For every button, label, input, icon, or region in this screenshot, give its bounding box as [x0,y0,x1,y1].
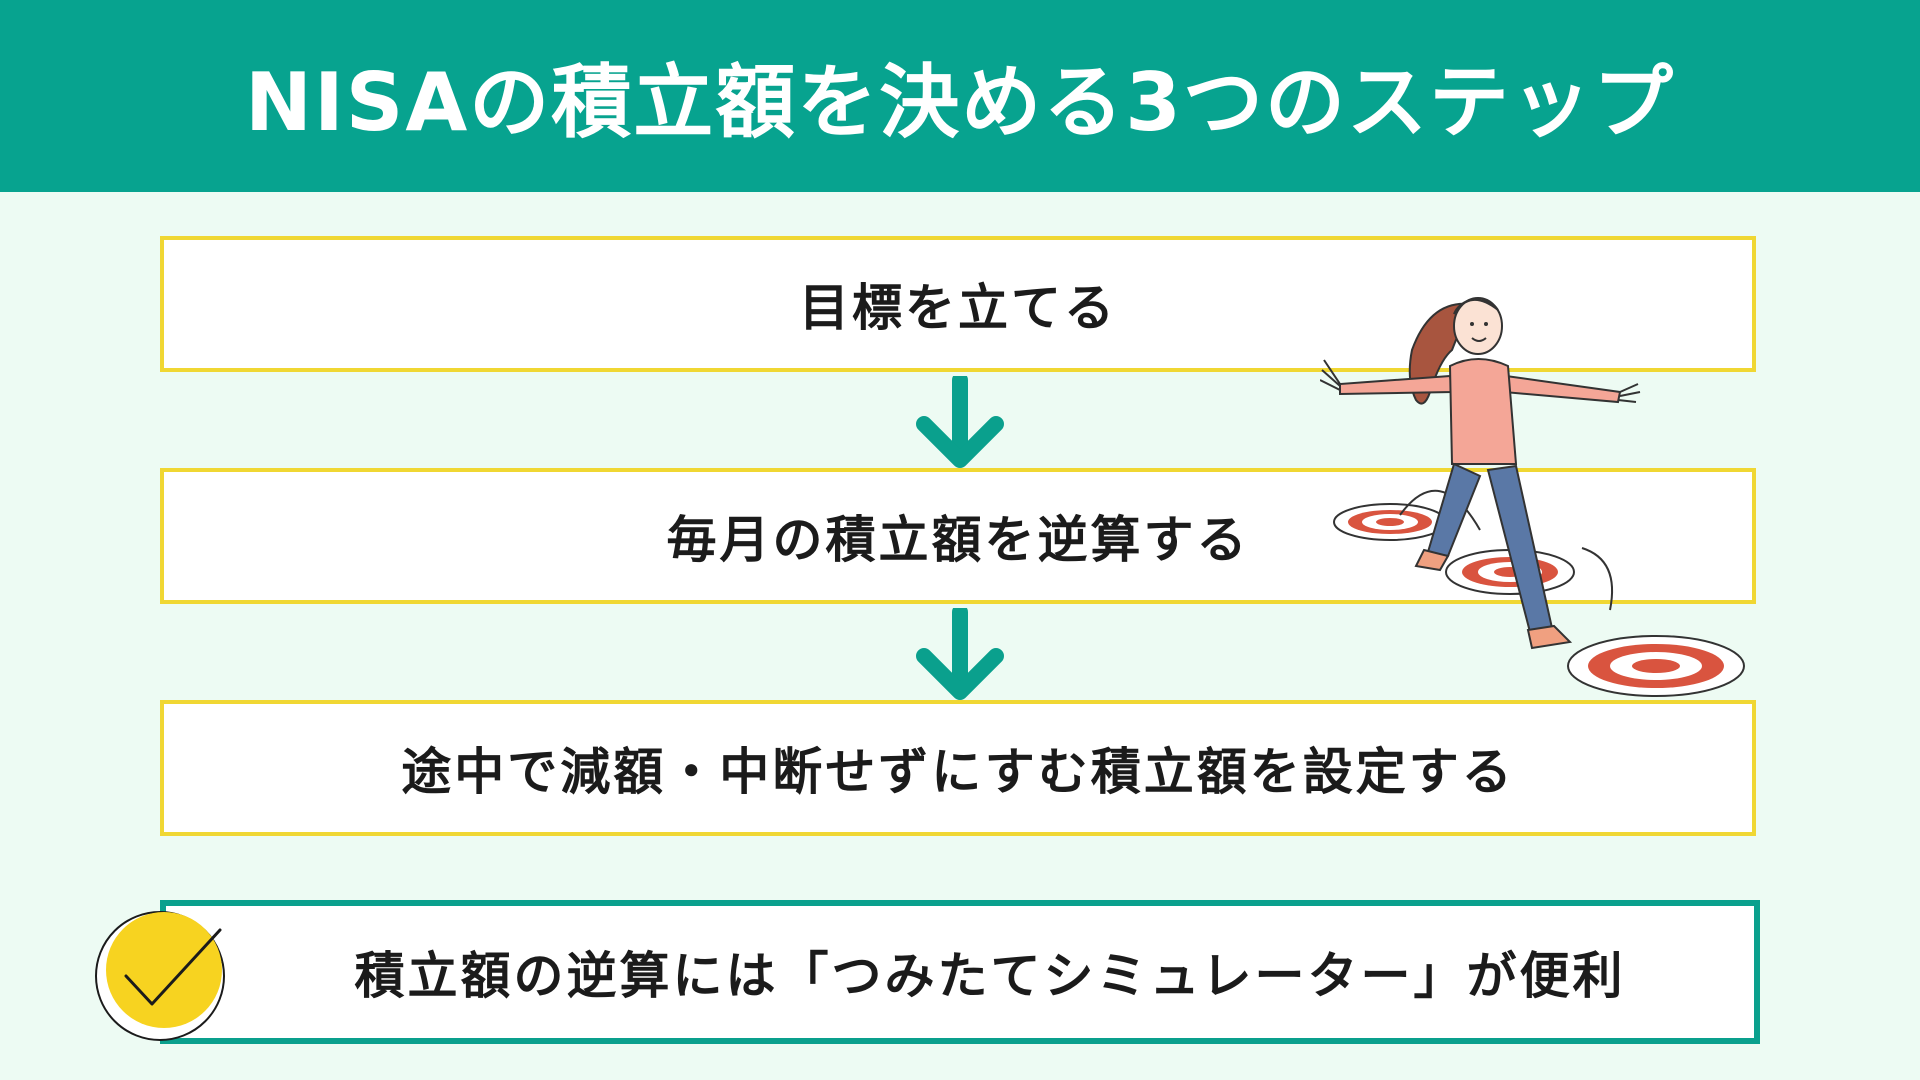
target-icon-small [1333,503,1447,541]
page-title: NISAの積立額を決める3つのステップ [245,56,1675,149]
woman-jumping-targets-illustration [1320,297,1745,697]
step-label-1: 目標を立てる [799,279,1117,337]
step-label-2: 毎月の積立額を逆算する [666,511,1250,569]
arrow-down-icon [916,376,1004,468]
header-banner: NISAの積立額を決める3つのステップ [0,0,1920,192]
step-box-3: 途中で減額・中断せずにすむ積立額を設定する [160,700,1756,836]
tip-text: 積立額の逆算には「つみたてシミュレーター」が便利 [354,947,1626,1005]
check-circle-icon [95,911,225,1041]
step-label-3: 途中で減額・中断せずにすむ積立額を設定する [401,743,1515,801]
arrow-down-icon [916,608,1004,700]
tip-box: 積立額の逆算には「つみたてシミュレーター」が便利 [160,900,1760,1044]
target-icon-large [1567,635,1745,697]
